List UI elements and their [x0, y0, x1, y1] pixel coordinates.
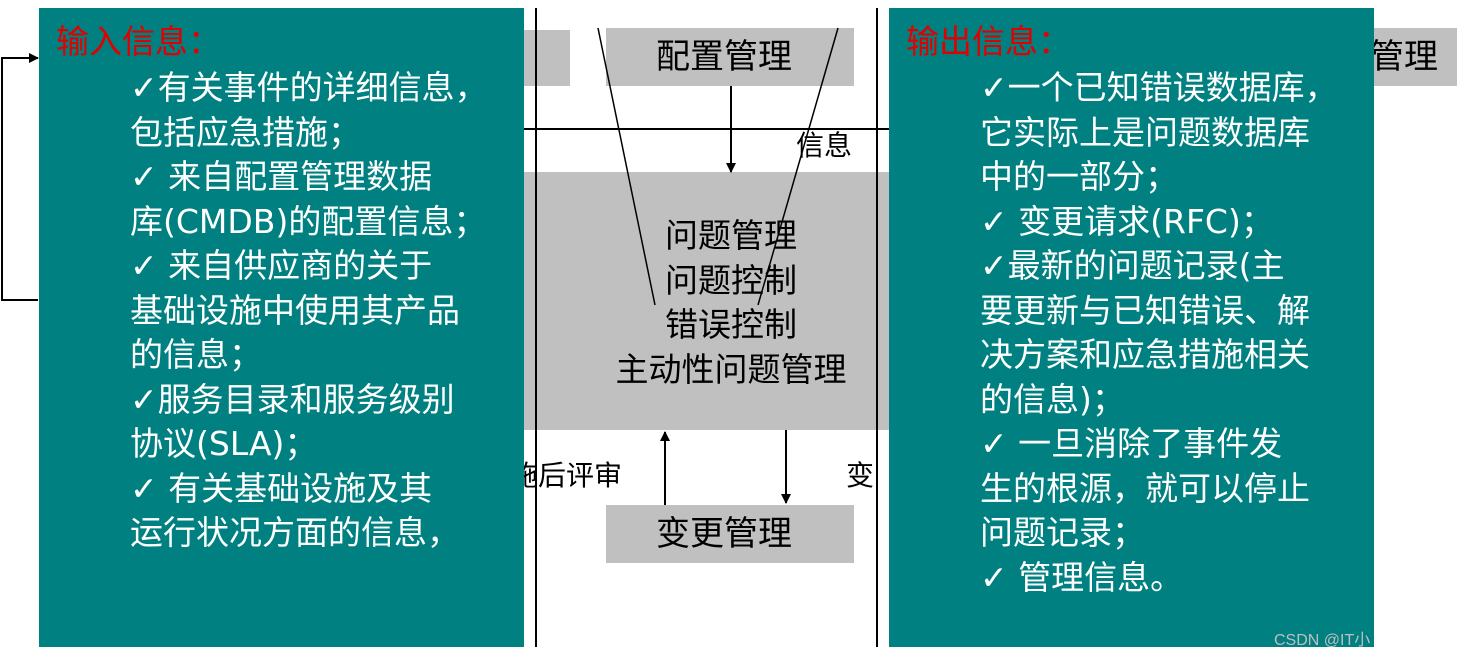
input-line: ✓服务目录和服务级别: [130, 379, 455, 419]
change-management-box: 变更管理: [606, 505, 854, 563]
output-line: 它实际上是问题数据库: [980, 112, 1310, 152]
output-line: 要更新与已知错误、解: [980, 290, 1310, 330]
center-line-4: 主动性问题管理: [615, 349, 847, 389]
config-management-box: 配置管理: [606, 28, 854, 86]
output-line: 生的根源，就可以停止: [980, 468, 1310, 508]
output-line: 中的一部分；: [980, 157, 1178, 196]
input-line: 库(CMDB)的配置信息；: [130, 201, 487, 241]
input-line: 包括应急措施；: [130, 112, 361, 152]
center-line-2: 问题控制: [665, 260, 797, 300]
output-line: ✓最新的问题记录(主: [980, 246, 1285, 285]
input-line: 运行状况方面的信息，: [130, 513, 460, 552]
input-panel-lines: ✓有关事件的详细信息， 包括应急措施； ✓ 来自配置管理数据 库(CMDB)的配…: [130, 66, 488, 556]
right-partial-label: 管理: [1370, 37, 1438, 77]
output-line: ✓ 管理信息。: [980, 557, 1184, 597]
input-panel: 输入信息： ✓有关事件的详细信息， 包括应急措施； ✓ 来自配置管理数据 库(C…: [39, 8, 524, 647]
output-line: ✓ 一旦消除了事件发: [980, 424, 1283, 463]
output-line: 问题记录；: [980, 513, 1145, 552]
input-line: ✓ 有关基础设施及其: [130, 468, 433, 508]
output-line: 决方案和应急措施相关: [980, 335, 1310, 374]
post-review-label: 施后评审: [510, 459, 623, 492]
input-line: 协议(SLA)；: [130, 424, 318, 463]
watermark: CSDN @IT小: [1274, 632, 1371, 649]
output-line: ✓ 变更请求(RFC)；: [980, 201, 1274, 241]
center-line-3: 错误控制: [665, 305, 797, 344]
output-line: ✓一个已知错误数据库，: [980, 68, 1338, 107]
output-panel-title: 输出信息：: [906, 22, 1071, 61]
center-line-1: 问题管理: [665, 216, 797, 255]
input-line: ✓有关事件的详细信息，: [130, 68, 488, 107]
config-management-label: 配置管理: [656, 37, 792, 77]
input-line: ✓ 来自供应商的关于: [130, 246, 433, 285]
problem-management-text: 问题管理 问题控制 错误控制 主动性问题管理: [590, 214, 872, 392]
input-line: 基础设施中使用其产品: [130, 290, 460, 330]
left-partial-box: [520, 30, 570, 86]
output-panel: 输出信息： ✓一个已知错误数据库， 它实际上是问题数据库 中的一部分； ✓ 变更…: [889, 8, 1374, 647]
input-line: 的信息；: [130, 335, 262, 374]
problem-management-box: [524, 172, 890, 430]
change-management-label: 变更管理: [656, 514, 792, 554]
output-line: 的信息)；: [980, 379, 1125, 419]
info-label: 信息: [796, 129, 853, 162]
input-panel-title: 输入信息：: [56, 22, 221, 61]
input-line: ✓ 来自配置管理数据: [130, 157, 433, 196]
output-panel-lines: ✓一个已知错误数据库， 它实际上是问题数据库 中的一部分； ✓ 变更请求(RFC…: [980, 66, 1338, 600]
change-partial-label: 变: [846, 459, 875, 492]
